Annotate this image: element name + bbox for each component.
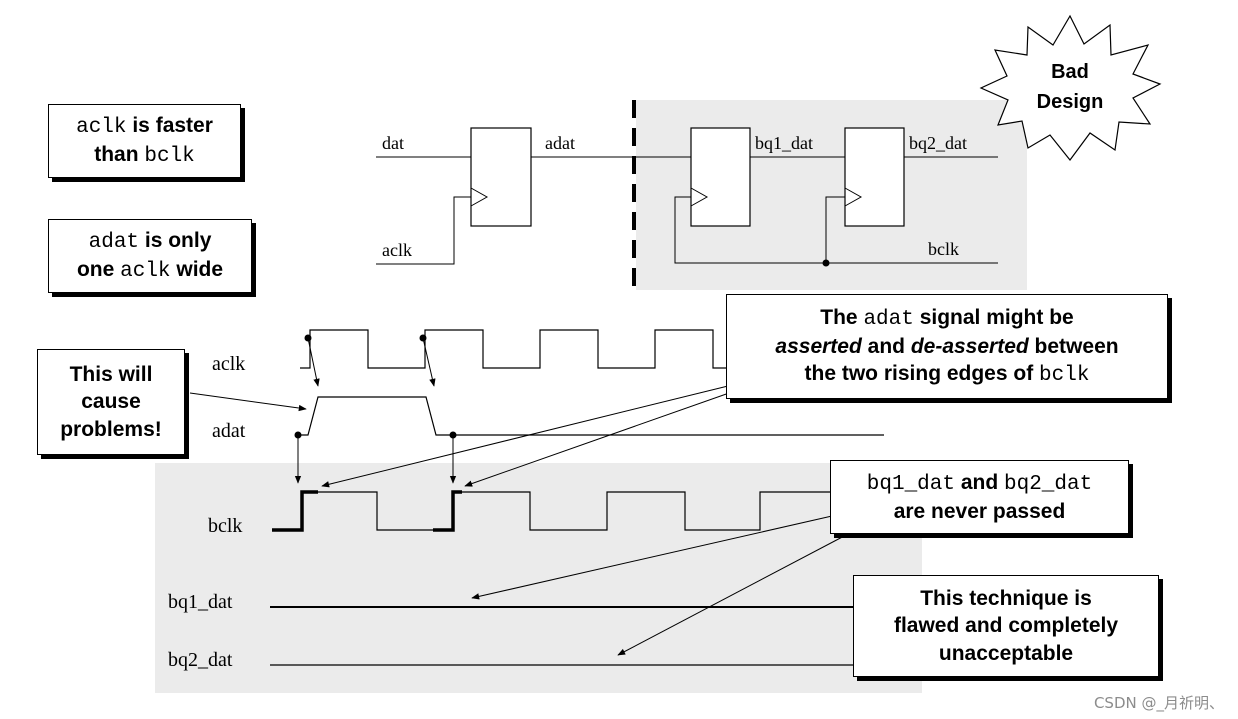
flipflop-bq2-clock-input (844, 187, 863, 207)
csdn-watermark: CSDN @_月祈明、 (1093, 694, 1224, 712)
note-adat-text3: wide (170, 258, 224, 281)
note-aclk-code: aclk (76, 115, 127, 139)
aclk-label: aclk (382, 240, 412, 260)
problems-callout-arrow (189, 392, 307, 412)
bq1-dat-label: bq1_dat (755, 133, 813, 153)
aclk-wire (376, 196, 471, 265)
starburst-line1: Bad (1051, 61, 1089, 83)
bclk-junction-dot (822, 259, 830, 267)
bclk-waveform (272, 491, 830, 531)
note-flawed-line2: flawed and completely (893, 614, 1119, 638)
note-signal-line3: the two rising edges of (804, 362, 1040, 386)
note-adat-wide: adat is only one aclk wide (48, 219, 252, 293)
bad-design-starburst (979, 14, 1162, 161)
aclk-wave-label: aclk (212, 353, 245, 375)
note-aclk-code2: bclk (144, 145, 195, 168)
bclk-highlight-edge-1 (272, 490, 318, 532)
note-never-mid: and (954, 470, 1004, 494)
bclk-branch-wire (825, 196, 845, 263)
never-callout-arrow-1 (471, 515, 833, 600)
note-aclk-faster: aclk is faster than bclk (48, 104, 241, 178)
note-never-code1: bq1_dat (866, 472, 955, 496)
note-signal-code: adat (863, 307, 914, 331)
note-will-cause-problems: This will cause problems! (37, 349, 185, 455)
bclk-schematic-label: bclk (928, 239, 959, 259)
note-flawed-line3: unacceptable (938, 641, 1074, 665)
note-adat-code: adat (88, 230, 140, 254)
note-never-code2: bq2_dat (1004, 472, 1093, 496)
signal-callout-arrow-1 (321, 385, 729, 488)
note-adat-code2: aclk (120, 260, 171, 283)
aclk-edge1-arrow (307, 337, 320, 387)
flipflop-bq1-clock-input (690, 187, 709, 207)
note-signal-post: signal might be (913, 305, 1074, 329)
adat-label: adat (545, 133, 575, 153)
bclk-waveform-shade (155, 463, 922, 693)
never-callout-arrow-2 (617, 533, 849, 656)
bq1-dat-wave-label: bq1_dat (168, 591, 233, 613)
bclk-wave-label: bclk (208, 515, 242, 537)
note-technique-flawed: This technique is flawed and completely … (853, 575, 1159, 677)
flipflop-a (470, 127, 532, 227)
aclk-edge2-arrow (422, 337, 436, 387)
signal-callout-arrow-2 (464, 391, 733, 487)
note-signal-tail: between (1028, 334, 1119, 358)
note-signal-em1: asserted (775, 334, 862, 358)
bq2-dat-label: bq2_dat (909, 133, 967, 153)
aclk-waveform (300, 329, 728, 369)
note-never-passed: bq1_dat and bq2_dat are never passed (830, 460, 1129, 534)
note-adat-text2: one (76, 258, 121, 281)
note-problems-line2: cause (81, 390, 141, 414)
adat-wave-label: adat (212, 420, 246, 442)
dat-label: dat (382, 133, 404, 153)
note-aclk-text2: than (94, 143, 145, 166)
flipflop-bq2 (844, 127, 905, 227)
bclk-highlight-edge-2 (433, 490, 462, 532)
note-adat-text1: is only (139, 228, 212, 252)
note-signal-asserted: The adat signal might be asserted and de… (726, 294, 1168, 399)
starburst-line2: Design (1037, 91, 1104, 113)
bclk-wire (674, 196, 998, 264)
note-signal-pre: The (820, 305, 864, 329)
note-never-line2: are never passed (893, 500, 1066, 523)
note-aclk-text1: is faster (126, 113, 213, 137)
note-problems-line3: problems! (60, 417, 162, 441)
note-signal-em2: de-asserted (910, 334, 1029, 358)
flipflop-a-clock-input (470, 187, 489, 207)
adat-waveform (300, 396, 884, 436)
note-flawed-line1: This technique is (920, 587, 1092, 611)
bq2-dat-wave-label: bq2_dat (168, 649, 233, 671)
note-problems-line1: This will (69, 363, 153, 387)
note-signal-mid: and (861, 334, 911, 358)
note-signal-code2: bclk (1039, 364, 1090, 388)
flipflop-bq1 (690, 127, 751, 227)
